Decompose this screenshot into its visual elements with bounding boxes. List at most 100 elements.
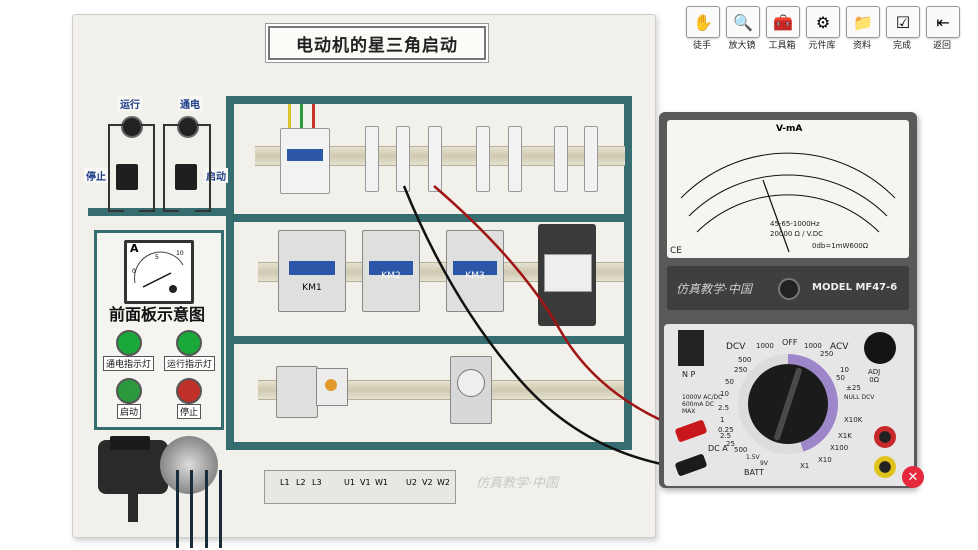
close-icon[interactable]: ✕ [902,466,924,488]
terminal-u2: U2 [406,478,417,487]
terminal-w2: W2 [437,478,450,487]
fuse-6[interactable] [554,126,568,192]
fuse-7[interactable] [584,126,598,192]
main-circuit-breaker[interactable] [280,128,330,194]
frame-left-shelf [88,208,228,216]
run-indicator-label: 运行指示灯 [164,356,216,371]
terminal-u1: U1 [344,478,355,487]
terminal-v1: V1 [360,478,371,487]
power-knob[interactable] [177,116,199,138]
label-power: 通电 [178,96,202,111]
range-null-dcv: NULL DCV [844,394,875,401]
frame-row1 [226,214,632,222]
contactor-km1-label: KM1 [302,283,322,293]
switch-wire [108,124,124,212]
fuse-5[interactable] [508,126,522,192]
dcv-500: 500 [738,356,752,364]
component-library-button[interactable]: ⚙ [806,6,840,38]
fuse-2[interactable] [396,126,410,192]
ohm-adjust-knob[interactable] [864,332,896,364]
meter-scale-icon [680,152,896,253]
hand-icon: ✋ [693,12,713,32]
hand-tool-button[interactable]: ✋ [686,6,720,38]
acv-25: ±25 [846,384,861,392]
run-knob[interactable] [121,116,143,138]
ammeter-scale-10: 10 [176,250,184,257]
ma-25: 25 [726,440,735,448]
switch-wire [163,124,179,212]
fuse-3[interactable] [428,126,442,192]
fuse-4[interactable] [476,126,490,192]
materials-button[interactable]: 📁 [846,6,880,38]
materials-label: 资料 [852,41,871,51]
dcv-10: 10 [720,390,729,398]
wire-l2 [300,104,303,128]
positive-jack[interactable] [874,426,896,448]
dcv-0-25: 0.25 [718,426,734,434]
start-button[interactable] [116,378,142,404]
motor-pulley-icon [160,436,218,494]
component-library-label: 元件库 [808,41,836,51]
stop-switch[interactable] [116,164,138,190]
dial-spec-2: 20000 Ω / V.DC [770,230,824,238]
checklist-icon: ☑ [895,12,911,32]
contactor-km1[interactable]: KM1 [278,230,346,312]
frame-row2 [226,336,632,344]
adj-label: ADJ 0Ω [868,368,881,384]
range-batt: BATT [744,468,764,477]
high-voltage-jack[interactable] [874,456,896,478]
range-x10: X10 [818,456,832,464]
frame-left [226,96,234,450]
start-switch[interactable] [175,164,197,190]
power-indicator-lamp [116,330,142,356]
toolbox-label: 工具箱 [768,41,796,51]
meter-dial [667,120,909,258]
zero-adjust-screw[interactable] [778,278,800,300]
magnifier-button[interactable]: 🔍 [726,6,760,38]
ammeter-needle-icon [134,251,184,293]
range-acv: ACV [830,342,849,352]
range-selector-knob[interactable] [748,364,828,444]
magnifier-icon: 🔍 [733,12,753,32]
return-button[interactable]: ⇤ [926,6,960,38]
dcv-2-5: 2.5 [718,404,730,412]
np-label: N P [682,370,696,379]
dcv-50: 50 [725,378,734,386]
meter-model: MODEL MF47-6 [812,282,898,293]
return-label: 返回 [932,41,951,51]
transistor-socket[interactable] [678,330,704,366]
magnifier-label: 放大镜 [728,41,756,51]
finish-label: 完成 [892,41,911,51]
dcv-1: 1 [720,416,725,424]
finish-button[interactable]: ☑ [886,6,920,38]
dcv-250: 250 [734,366,748,374]
motor-cables [190,470,208,548]
thermal-relay[interactable] [316,368,348,406]
range-x1k: X1K [838,432,852,440]
power-indicator-label: 通电指示灯 [103,356,155,371]
frame-right [624,96,632,450]
ammeter-scale-0: 0 [132,268,136,275]
time-relay[interactable] [450,356,492,424]
control-transformer[interactable] [538,224,596,326]
acv-50: 50 [836,374,845,382]
motor-leg [128,492,138,522]
frame-top [226,96,632,104]
hand-tool-label: 徒手 [692,41,711,51]
toolbox-button[interactable]: 🧰 [766,6,800,38]
range-1-5v: 1.5V [746,454,760,461]
board-watermark: 仿真教学·中国 [476,476,559,491]
fuse-1[interactable] [365,126,379,192]
contactor-km2[interactable]: KM2 [362,230,420,312]
switch-wire [139,124,155,212]
stop-button[interactable] [176,378,202,404]
terminal-strip [264,470,456,504]
run-indicator-lamp [176,330,202,356]
motor-cables [176,470,222,548]
thermal-relay-base[interactable] [276,366,318,418]
acv-10: 10 [840,366,849,374]
range-dcv: DCV [726,342,746,352]
ammeter-scale-5: 5 [155,254,159,261]
terminal-w1: W1 [375,478,388,487]
